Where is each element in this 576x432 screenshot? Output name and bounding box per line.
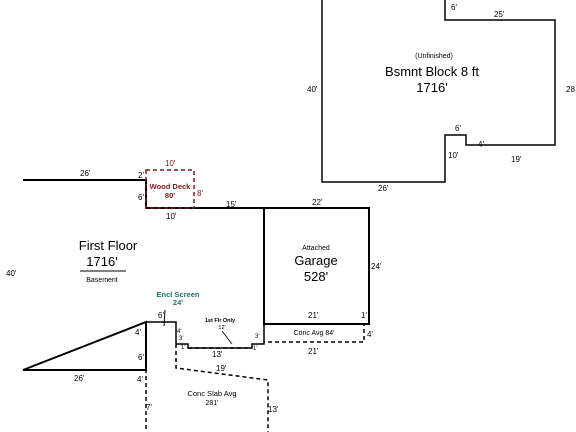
garage-dim-right: 24'	[371, 262, 382, 271]
wood-deck-outline	[145, 169, 195, 209]
basement-note: (Unfinished)	[415, 53, 453, 60]
first-floor-dim-bottom: 26'	[74, 374, 85, 383]
first-floor-dim-deck-step-side: 6'	[138, 193, 144, 202]
first-flr-only-pointer	[221, 330, 233, 345]
first-floor-area: 1716'	[86, 254, 117, 269]
first-flr-only-width: 13'	[212, 350, 223, 359]
conc-slab-dim-right: 13'	[268, 405, 279, 414]
first-flr-only-c: 1'	[181, 345, 185, 351]
basement-block: 6' 25' 40' 28 6' 10' 4' 19' 26' (Unfinis…	[307, 0, 575, 193]
conc-slab-outline	[145, 344, 269, 432]
basement-dim-bottom-left: 26'	[378, 184, 389, 193]
garage-note: Attached	[302, 245, 330, 252]
first-flr-only-b: 3'	[179, 336, 183, 342]
encl-screen-area: 24'	[173, 298, 183, 307]
first-floor-dim-left: 40'	[6, 269, 17, 278]
conc-slab-dim-left: 7'	[146, 403, 152, 412]
conc-slab-label: Conc Slab Avg	[187, 389, 236, 398]
wood-deck-area: 80'	[165, 191, 175, 200]
first-flr-only-d: 1'	[253, 346, 257, 352]
basement-dim-top-step: 6'	[451, 3, 457, 12]
basement-area: 1716'	[416, 80, 447, 95]
garage-dim-top: 22'	[312, 198, 323, 207]
first-flr-only: 1st Flr Only 12' 13' 4' 3' 1' 1' 3'	[176, 318, 265, 359]
wood-deck-label: Wood Deck	[150, 182, 192, 191]
first-flr-only-a: 4'	[177, 329, 181, 335]
encl-screen-pointer	[163, 309, 166, 327]
conc-avg-outline	[264, 323, 365, 343]
basement-title: Bsmnt Block 8 ft	[385, 64, 479, 79]
basement-dim-notch-bottom: 4'	[478, 140, 484, 149]
basement-dim-right: 28	[566, 85, 575, 94]
first-flr-only-area: 12'	[218, 325, 225, 331]
first-floor-title: First Floor	[79, 238, 138, 253]
basement-dim-top: 25'	[494, 10, 505, 19]
encl-screen: Encl Screen 24'	[146, 290, 200, 344]
conc-slab: 19' 7' 13' Conc Slab Avg 281'	[145, 344, 279, 432]
wood-deck-dim-top: 10'	[165, 159, 176, 168]
garage-dim-bottom: 21'	[308, 311, 319, 320]
basement-dim-notch-side: 10'	[448, 151, 459, 160]
first-floor-dim-deck-step-top: 2'	[138, 171, 144, 180]
first-floor-dim-encl-top: 6'	[158, 311, 164, 320]
conc-avg: Conc Avg 84' 4' 21'	[264, 323, 373, 356]
first-floor-dim-top-mid: 15'	[226, 200, 237, 209]
first-floor-dim-deck-bottom: 10'	[166, 212, 177, 221]
encl-screen-outline	[146, 321, 177, 344]
conc-slab-area: 281'	[205, 400, 218, 407]
conc-avg-label: Conc Avg 84'	[294, 330, 335, 337]
first-flr-only-e: 3'	[255, 334, 259, 340]
first-floor-dim-top: 26'	[80, 169, 91, 178]
garage-area: 528'	[304, 269, 328, 284]
encl-screen-label: Encl Screen	[157, 290, 200, 299]
conc-slab-dim-top: 19'	[216, 364, 227, 373]
first-floor: 26' 40' 26' 2' 6' 10' 15' 6' 4' 6' 4' Fi…	[6, 169, 265, 384]
first-floor-dim-encl-side: 4'	[135, 328, 141, 337]
conc-avg-side: 4'	[367, 330, 373, 339]
first-floor-dim-bottom-left-step: 4'	[137, 375, 143, 384]
garage: 22' 24' 21' 1' Attached Garage 528'	[263, 198, 382, 325]
wood-deck: 10' 8' Wood Deck 80'	[145, 159, 203, 209]
first-floor-sub: Basement	[86, 277, 118, 284]
conc-avg-bottom: 21'	[308, 347, 319, 356]
garage-dim-small: 1'	[361, 311, 367, 320]
basement-dim-bottom-right: 19'	[511, 155, 522, 164]
basement-dim-left: 40'	[307, 85, 318, 94]
first-floor-dim-encl-gap: 6'	[138, 353, 144, 362]
wood-deck-dim-right: 8'	[197, 189, 203, 198]
first-flr-only-label: 1st Flr Only	[205, 318, 236, 324]
garage-title: Garage	[294, 253, 337, 268]
basement-dim-notch-top: 6'	[455, 124, 461, 133]
basement-outline	[321, 0, 556, 183]
